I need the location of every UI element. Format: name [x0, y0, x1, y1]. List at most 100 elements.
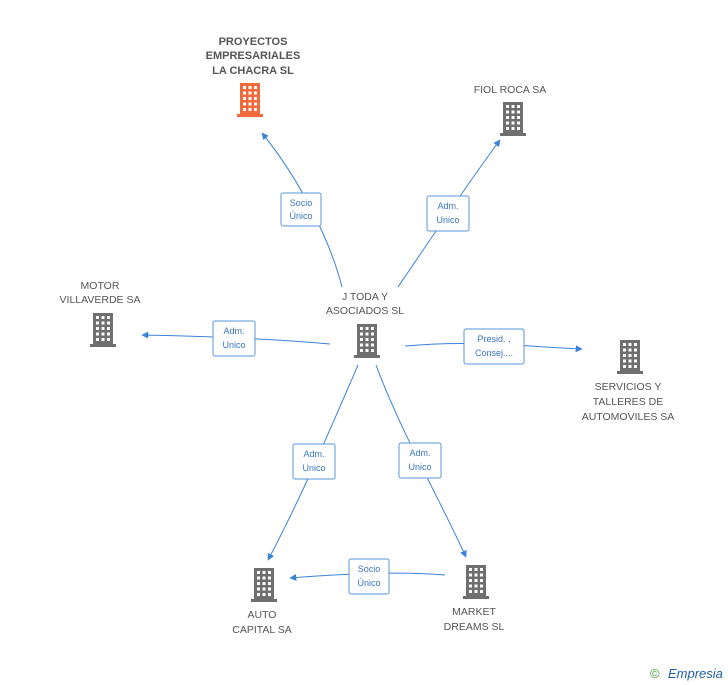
- building-window: [248, 97, 252, 100]
- brand-footer[interactable]: © Empresia: [650, 666, 723, 681]
- edge-label-line: Adm.: [409, 448, 430, 458]
- building-icon: [617, 340, 643, 374]
- building-window: [257, 582, 260, 585]
- building-window: [268, 587, 271, 591]
- building-window: [628, 343, 632, 346]
- building-window: [254, 97, 257, 100]
- building-icon: [354, 324, 380, 358]
- building-window: [365, 343, 369, 347]
- building-window: [268, 576, 271, 580]
- building-icon: [237, 83, 263, 117]
- edge-label-line: Unico: [408, 462, 431, 472]
- building-base: [500, 133, 526, 136]
- building-window: [371, 343, 374, 347]
- building-window: [480, 584, 483, 588]
- edge-label-center-market[interactable]: Adm. Unico: [398, 442, 442, 479]
- node-proyectos-empresariales[interactable]: PROYECTOS EMPRESARIALES LA CHACRA SL: [206, 36, 301, 117]
- node-label-line: VILLAVERDE SA: [60, 294, 141, 306]
- edge-label-line: Socio: [290, 198, 313, 208]
- building-window: [517, 127, 520, 130]
- building-window: [469, 590, 472, 593]
- building-icon: [463, 565, 489, 599]
- edge-label-center-fiol[interactable]: Adm. Unico: [426, 195, 470, 232]
- building-window: [365, 349, 369, 352]
- node-servicios-y-talleres[interactable]: SERVICIOS Y TALLERES DE AUTOMOVILES SA: [582, 340, 675, 423]
- building-window: [623, 365, 626, 368]
- building-window: [628, 359, 632, 363]
- building-window: [506, 110, 509, 114]
- building-window: [96, 321, 99, 325]
- node-label-line: PROYECTOS: [219, 36, 288, 48]
- building-window: [248, 102, 252, 106]
- building-window: [469, 568, 472, 571]
- node-j-toda-y-asociados[interactable]: J TODA Y ASOCIADOS SL: [326, 291, 404, 358]
- node-auto-capital[interactable]: AUTO CAPITAL SA: [232, 568, 292, 636]
- copyright-icon: ©: [650, 666, 660, 681]
- edge-label-center-servicios[interactable]: Presid. , Consej....: [463, 328, 525, 365]
- building-window: [371, 332, 374, 336]
- building-icon: [90, 313, 116, 347]
- building-window: [480, 573, 483, 577]
- edge-label-line: Adm.: [303, 449, 324, 459]
- building-window: [480, 590, 483, 593]
- building-window: [360, 332, 363, 336]
- building-window: [623, 348, 626, 352]
- building-window: [101, 332, 105, 336]
- building-window: [360, 327, 363, 330]
- building-window: [474, 584, 478, 588]
- node-label-line: LA CHACRA SL: [212, 65, 294, 77]
- building-window: [262, 571, 266, 574]
- node-market-dreams[interactable]: MARKET DREAMS SL: [444, 565, 505, 633]
- building-window: [469, 584, 472, 588]
- building-window: [480, 568, 483, 571]
- building-window: [623, 343, 626, 346]
- node-label-line: TALLERES DE: [593, 396, 663, 408]
- building-window: [254, 102, 257, 106]
- node-motor-villaverde[interactable]: MOTOR VILLAVERDE SA: [60, 280, 141, 347]
- edge-label-center-proyectos[interactable]: Socio Único: [280, 192, 322, 227]
- node-label-line: DREAMS SL: [444, 621, 505, 633]
- building-window: [371, 349, 374, 352]
- node-label-line: ASOCIADOS SL: [326, 305, 404, 317]
- node-fiol-roca[interactable]: FIOL ROCA SA: [474, 84, 547, 136]
- node-label-line: EMPRESARIALES: [206, 50, 301, 62]
- building-window: [628, 348, 632, 352]
- building-window: [107, 316, 110, 319]
- building-window: [101, 338, 105, 341]
- building-window: [480, 579, 483, 582]
- building-window: [254, 86, 257, 89]
- building-window: [268, 571, 271, 574]
- building-base: [617, 371, 643, 374]
- building-window: [248, 108, 252, 111]
- node-label-line: AUTO: [248, 609, 277, 621]
- building-window: [101, 316, 105, 319]
- building-window: [107, 332, 110, 336]
- edge-label-line: Único: [357, 578, 380, 588]
- building-window: [107, 327, 110, 330]
- building-window: [107, 321, 110, 325]
- building-window: [262, 582, 266, 585]
- building-window: [257, 587, 260, 591]
- building-window: [634, 359, 637, 363]
- building-window: [511, 121, 515, 125]
- building-window: [506, 116, 509, 119]
- building-window: [254, 108, 257, 111]
- building-window: [506, 105, 509, 108]
- building-window: [257, 593, 260, 596]
- building-window: [623, 359, 626, 363]
- edge-label-line: Único: [289, 211, 312, 221]
- building-window: [101, 327, 105, 330]
- building-base: [237, 114, 263, 117]
- building-window: [511, 110, 515, 114]
- building-window: [243, 91, 246, 95]
- building-window: [107, 338, 110, 341]
- edge-label-center-motor[interactable]: Adm. Unico: [212, 320, 256, 357]
- building-window: [262, 576, 266, 580]
- edge-label-market-auto[interactable]: Socio Único: [348, 558, 390, 595]
- building-window: [506, 121, 509, 125]
- building-window: [365, 327, 369, 330]
- building-window: [243, 108, 246, 111]
- edge-label-line: Unico: [302, 463, 325, 473]
- building-window: [360, 349, 363, 352]
- edge-label-center-auto[interactable]: Adm. Unico: [292, 443, 336, 480]
